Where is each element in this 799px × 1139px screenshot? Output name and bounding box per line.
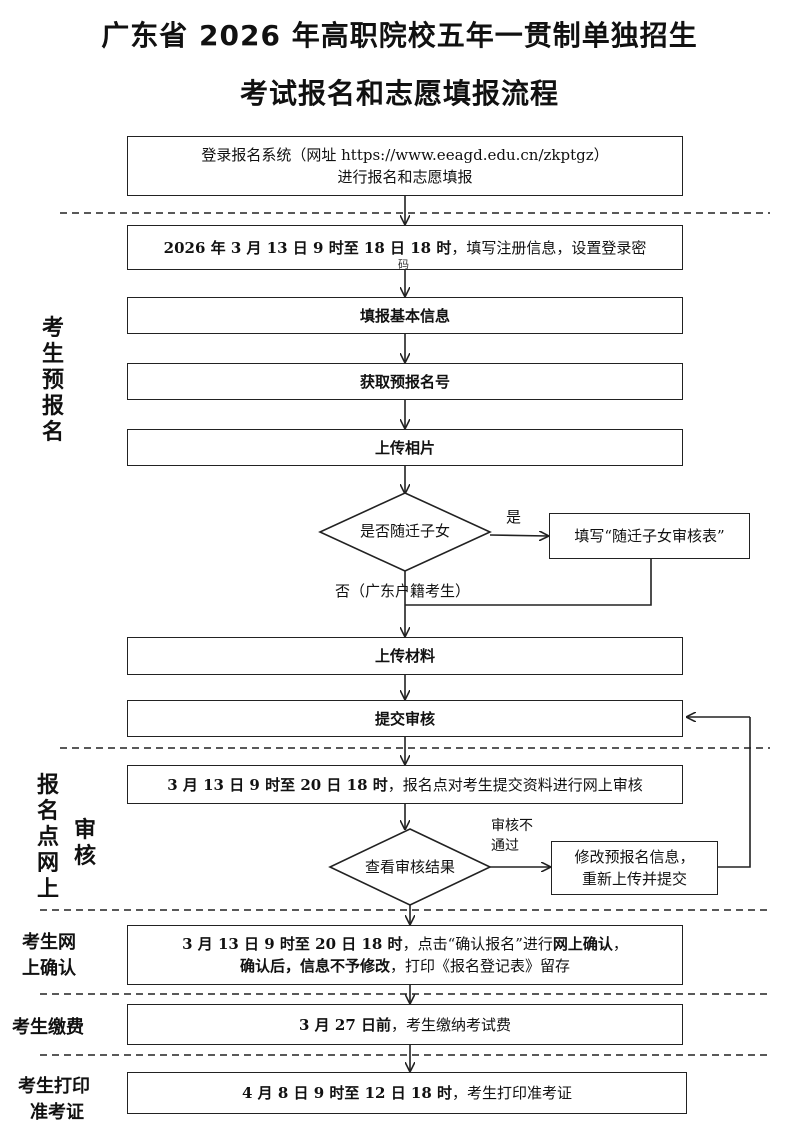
decision-migrant-yes: 是 [506, 508, 522, 526]
page-title: 广东省 2026 年高职院校五年一贯制单独招生 [101, 19, 698, 52]
review-period-box: 3 月 13 日 9 时至 20 日 18 时，报名点对考生提交资料进行网上审核 [127, 765, 683, 804]
register-text: ，填写注册信息，设置登录密 [451, 238, 647, 257]
decision-review-fail-1: 审核不 [491, 818, 533, 834]
fee-box: 3 月 27 日前，考生缴纳考试费 [127, 1004, 683, 1045]
section-online-confirm-1: 考生网 [22, 932, 76, 953]
section-site-review: 报名点网上 [36, 773, 59, 902]
confirm-text1: ，点击“确认报名”进行 [402, 935, 553, 953]
review-period-date: 3 月 13 日 9 时至 20 日 18 时 [167, 775, 388, 794]
step-get-number-label: 获取预报名号 [359, 372, 450, 391]
fee-text: ，考生缴纳考试费 [390, 1015, 511, 1034]
online-confirm-box: 3 月 13 日 9 时至 20 日 18 时，点击“确认报名”进行网上确认， … [127, 925, 683, 985]
step-get-number: 获取预报名号 [127, 363, 683, 400]
ticket-date: 4 月 8 日 9 时至 12 日 18 时 [241, 1084, 453, 1102]
login-system-box: 登录报名系统（网址 https://www.eeagd.edu.cn/zkptg… [127, 136, 683, 196]
confirm-date: 3 月 13 日 9 时至 20 日 18 时 [182, 935, 403, 953]
review-period-text: ，报名点对考生提交资料进行网上审核 [387, 775, 643, 794]
modify-info-box: 修改预报名信息， 重新上传并提交 [551, 841, 718, 895]
page-subtitle: 考试报名和志愿填报流程 [239, 77, 559, 110]
step-upload-material-label: 上传材料 [374, 647, 435, 665]
section-online-confirm-2: 上确认 [22, 958, 76, 979]
decision-review-fail-2: 通过 [491, 838, 519, 854]
section-pay-fee: 考生缴费 [12, 1017, 84, 1038]
step-basic-info: 填报基本信息 [127, 297, 683, 334]
decision-review-question: 查看审核结果 [364, 858, 455, 876]
confirm-line2c: ，打印《报名登记表》留存 [390, 957, 571, 975]
ticket-box: 4 月 8 日 9 时至 12 日 18 时，考生打印准考证 [127, 1072, 687, 1114]
ticket-text: ，考生打印准考证 [452, 1084, 573, 1102]
confirm-online: 网上确认 [552, 935, 613, 953]
migrant-form-label: 填写“随迁子女审核表” [574, 527, 725, 545]
step-submit-review-label: 提交审核 [374, 709, 435, 728]
fee-date: 3 月 27 日前 [299, 1015, 391, 1034]
section-print-ticket-1: 考生打印 [18, 1076, 90, 1097]
step-submit-review: 提交审核 [127, 700, 683, 737]
modify-info-line1: 修改预报名信息， [574, 848, 695, 866]
login-line1: 登录报名系统（网址 https://www.eeagd.edu.cn/zkptg… [201, 146, 609, 164]
confirm-line2b: 信息不予修改 [299, 957, 390, 975]
modify-info-line2: 重新上传并提交 [581, 870, 687, 888]
section-review: 审核 [73, 818, 96, 869]
register-overflow-char: 码 [398, 258, 409, 271]
migrant-form-box: 填写“随迁子女审核表” [549, 513, 750, 559]
confirm-text2: ， [612, 935, 628, 953]
step-upload-photo-label: 上传相片 [374, 438, 435, 457]
section-pre-register: 考生预报名 [41, 316, 64, 445]
confirm-line2a: 确认后， [239, 957, 300, 975]
step-upload-photo: 上传相片 [127, 429, 683, 466]
step-basic-info-label: 填报基本信息 [359, 306, 450, 325]
step-upload-material: 上传材料 [127, 637, 683, 675]
register-box: 2026 年 3 月 13 日 9 时至 18 日 18 时，填写注册信息，设置… [127, 225, 683, 270]
decision-migrant-no: 否（广东户籍考生） [335, 582, 471, 600]
section-print-ticket-2: 准考证 [30, 1102, 84, 1123]
decision-migrant-question: 是否随迁子女 [359, 522, 450, 540]
login-line2: 进行报名和志愿填报 [337, 168, 473, 186]
register-date: 2026 年 3 月 13 日 9 时至 18 日 18 时 [163, 238, 452, 257]
